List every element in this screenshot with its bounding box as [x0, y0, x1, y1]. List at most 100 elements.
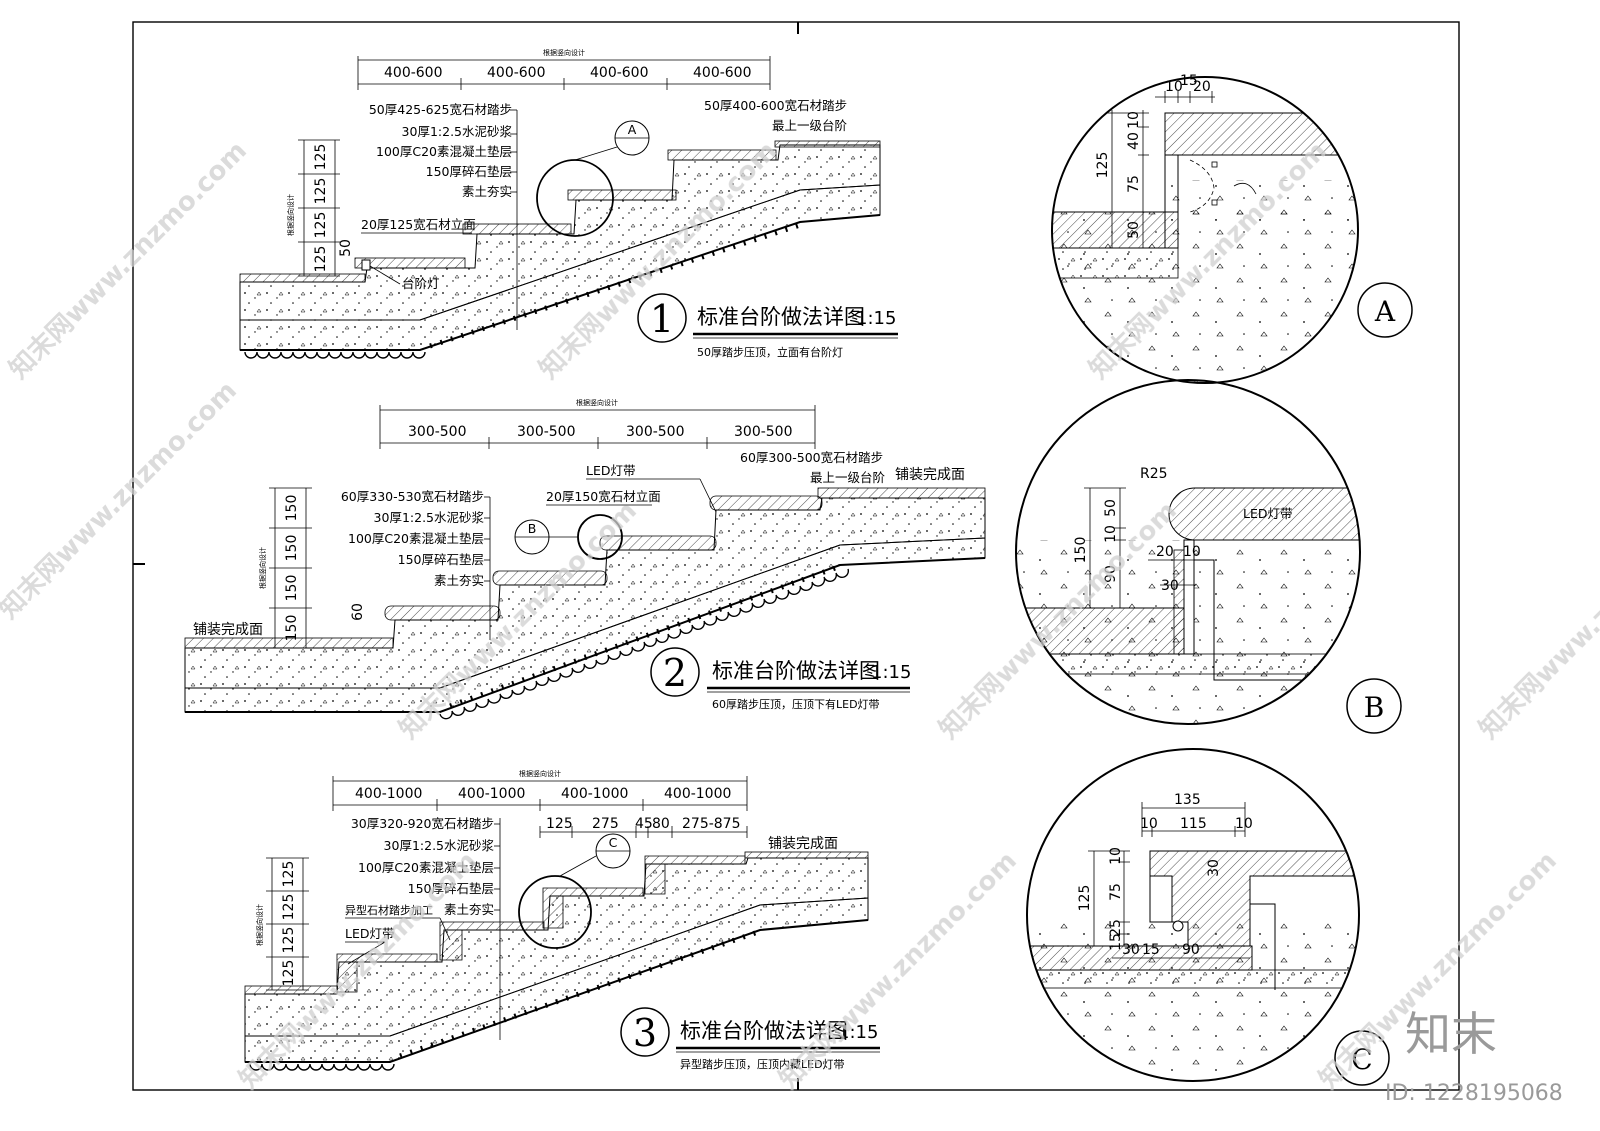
layer-label: 150厚碎石垫层 [398, 552, 484, 567]
width-dim: 400-600 [384, 65, 443, 81]
layer-label: 150厚碎石垫层 [408, 881, 494, 896]
layer-label: 100厚C20素混凝土垫层 [376, 144, 512, 159]
detail-3-dims: 根据竖向设计 400-1000 400-1000 400-1000 400-10… [255, 769, 748, 991]
top-step-label: 50厚400-600宽石材踏步 [704, 98, 847, 113]
layer-label: 素土夯实 [434, 573, 484, 588]
detail-number: 2 [663, 651, 687, 695]
detail-c-dim: 15 [1108, 933, 1124, 951]
layer-label: 30厚320-920宽石材踏步 [351, 816, 494, 831]
detail-scale: 1:15 [871, 662, 911, 683]
height-dim: 150 [284, 575, 300, 602]
layer-label: 30厚1:2.5水泥砂浆 [384, 838, 495, 853]
watermark-text: 知末网www.znzmo.com [0, 376, 243, 625]
detail-a-dim: 75 [1126, 175, 1142, 193]
detail-1-title: 1 标准台阶做法详图 1:15 50厚踏步压顶，立面有台阶灯 [637, 293, 898, 359]
detail-a-total: 125 [1095, 152, 1111, 179]
width-dim: 400-600 [590, 65, 649, 81]
sub-width-dim: 125 [546, 816, 573, 832]
layer-label: 150厚碎石垫层 [426, 164, 512, 179]
detail-c-dim: 30 [1122, 942, 1140, 958]
width-dim: 300-500 [408, 424, 467, 440]
width-dim: 400-600 [487, 65, 546, 81]
detail-2-dims: 根据竖向设计 300-500 300-500 300-500 300-500 根… [258, 398, 816, 649]
width-dim: 400-600 [693, 65, 752, 81]
detail-a-dim: 40 [1126, 132, 1142, 150]
height-dim: 150 [284, 495, 300, 522]
detail-b-led-label: LED灯带 [1243, 506, 1293, 521]
sub-width-dim: 275 [592, 816, 619, 832]
led-label: LED灯带 [345, 926, 395, 941]
detail-title: 标准台阶做法详图 [712, 659, 880, 683]
detail-b-dim: 30 [1161, 578, 1179, 594]
detail-c-enlarged: 135 10 115 10 10 75 25 15 125 30 30 15 9… [1026, 748, 1390, 1086]
width-dim: 400-1000 [664, 786, 731, 802]
detail-b-enlarged: R25 LED灯带 50 10 90 150 20 10 30 B [1015, 379, 1402, 734]
top-step-note: 最上一级台阶 [772, 118, 848, 133]
width-dim: 300-500 [517, 424, 576, 440]
detail-c-label: C [1351, 1043, 1372, 1076]
top-step-note: 最上一级台阶 [810, 470, 886, 485]
lip-dim: 60 [350, 603, 366, 621]
detail-2-title: 2 标准台阶做法详图 1:15 60厚踏步压顶，压顶下有LED灯带 [650, 647, 911, 711]
detail-c-dim: 10 [1235, 816, 1253, 832]
top-note: 根据竖向设计 [519, 769, 561, 778]
detail-c-dim: 75 [1108, 883, 1124, 901]
height-dim: 125 [281, 894, 297, 921]
callout-c-circle [518, 875, 592, 949]
height-dim: 125 [281, 861, 297, 888]
image-id: ID: 1228195068 [1385, 1081, 1563, 1106]
lamp-label: 台阶灯 [402, 276, 440, 291]
detail-subtitle: 50厚踏步压顶，立面有台阶灯 [697, 345, 843, 359]
detail-c-total-height: 125 [1077, 885, 1093, 912]
detail-c-dim: 10 [1108, 847, 1124, 865]
detail-1-labels: 50厚425-625宽石材踏步 30厚1:2.5水泥砂浆 100厚C20素混凝土… [361, 98, 848, 330]
detail-b-radius: R25 [1140, 466, 1168, 482]
callout-c-label: C [609, 835, 618, 850]
layer-label: 30厚1:2.5水泥砂浆 [402, 124, 513, 139]
layer-label: 素土夯实 [462, 184, 512, 199]
detail-b-total: 150 [1073, 537, 1089, 564]
detail-c-dim: 90 [1182, 942, 1200, 958]
detail-a-dim: 20 [1193, 79, 1211, 95]
detail-b-dim: 20 [1156, 544, 1174, 560]
detail-subtitle: 异型踏步压顶，压顶内藏LED灯带 [680, 1057, 845, 1071]
detail-a-dim: 10 [1165, 79, 1183, 95]
detail-number: 3 [633, 1011, 657, 1055]
sub-width-dim: 80 [652, 816, 670, 832]
callout-b-label: B [528, 521, 537, 536]
detail-b-dim: 50 [1103, 499, 1119, 517]
side-note: 根据竖向设计 [255, 904, 264, 946]
top-note: 根据竖向设计 [543, 48, 585, 57]
layer-label: 100厚C20素混凝土垫层 [348, 531, 484, 546]
sheet-frame [132, 21, 1460, 1091]
height-dim: 125 [313, 144, 329, 171]
detail-3-labels: 30厚320-920宽石材踏步 30厚1:2.5水泥砂浆 100厚C20素混凝土… [345, 816, 838, 1040]
top-note: 根据竖向设计 [576, 398, 618, 407]
detail-2-labels: 60厚330-530宽石材踏步 30厚1:2.5水泥砂浆 100厚C20素混凝土… [193, 450, 965, 640]
detail-scale: 1:15 [856, 308, 896, 329]
layer-label: 100厚C20素混凝土垫层 [358, 860, 494, 875]
side-note: 根据竖向设计 [258, 547, 267, 589]
detail-a-dim: 50 [1126, 221, 1142, 239]
paving-label: 铺装完成面 [768, 836, 838, 852]
detail-1-dims: 根据竖向设计 400-600 400-600 400-600 400-600 根… [286, 48, 771, 277]
paving-label: 铺装完成面 [193, 622, 263, 638]
detail-3-section: C [244, 833, 869, 1071]
width-dim: 300-500 [626, 424, 685, 440]
layer-label: 素土夯实 [444, 902, 494, 917]
detail-2-section: B [184, 487, 986, 720]
width-dim: 400-1000 [458, 786, 525, 802]
detail-c-dim: 15 [1142, 942, 1160, 958]
paving-label: 铺装完成面 [895, 467, 965, 483]
detail-a-dim: 15 [1180, 73, 1198, 89]
detail-subtitle: 60厚踏步压顶，压顶下有LED灯带 [712, 697, 880, 711]
height-dim: 150 [284, 535, 300, 562]
riser-label: 20厚150宽石材立面 [546, 489, 661, 504]
height-dim: 125 [313, 246, 329, 273]
led-label: LED灯带 [586, 463, 636, 478]
height-dim: 125 [313, 178, 329, 205]
detail-b-label: B [1364, 691, 1385, 724]
brand-mark: 知末 [1405, 1007, 1497, 1061]
detail-c-dim: 25 [1108, 919, 1124, 937]
width-dim: 400-1000 [561, 786, 628, 802]
